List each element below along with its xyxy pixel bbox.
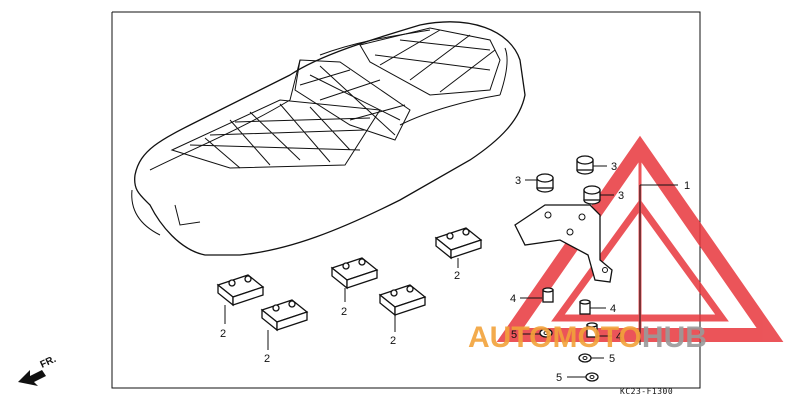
callout-4-a: 4 — [510, 293, 516, 305]
callout-5-a: 5 — [511, 329, 517, 341]
callout-2-a: 2 — [454, 270, 460, 282]
seat-assembly — [131, 21, 526, 256]
callout-3-c: 3 — [618, 190, 624, 202]
front-direction-arrow: FR. — [18, 354, 58, 386]
leader-lines — [224, 165, 678, 378]
callout-2-d: 2 — [390, 335, 396, 347]
rubber-mount-parts — [216, 227, 483, 332]
watermark-text-gray: HUB — [642, 321, 707, 354]
callout-3-a: 3 — [515, 175, 521, 187]
callout-2-b: 2 — [341, 306, 347, 318]
callout-2-e: 2 — [264, 353, 270, 365]
grommet-parts — [536, 155, 601, 205]
callout-2-c: 2 — [220, 328, 226, 340]
bracket-part — [514, 204, 613, 283]
watermark-text: AUTOMOTOHUB — [468, 321, 707, 354]
watermark-text-red: AUTOMOTO — [468, 321, 642, 354]
svg-text:AUTOMOTOHUB: AUTOMOTOHUB — [468, 321, 707, 354]
callout-5-c: 5 — [556, 372, 562, 384]
front-direction-label: FR. — [39, 354, 58, 371]
callout-labels: 1 2 2 2 2 2 3 3 3 4 4 4 5 5 5 — [220, 161, 690, 384]
callout-1: 1 — [684, 180, 690, 192]
nut-parts — [539, 328, 599, 382]
callout-5-b: 5 — [609, 353, 615, 365]
callout-4-b: 4 — [610, 303, 616, 315]
diagram-frame — [111, 11, 701, 389]
diagram-code: KC23-F1300 — [620, 387, 673, 396]
callout-4-c: 4 — [616, 331, 622, 343]
callout-3-b: 3 — [611, 161, 617, 173]
